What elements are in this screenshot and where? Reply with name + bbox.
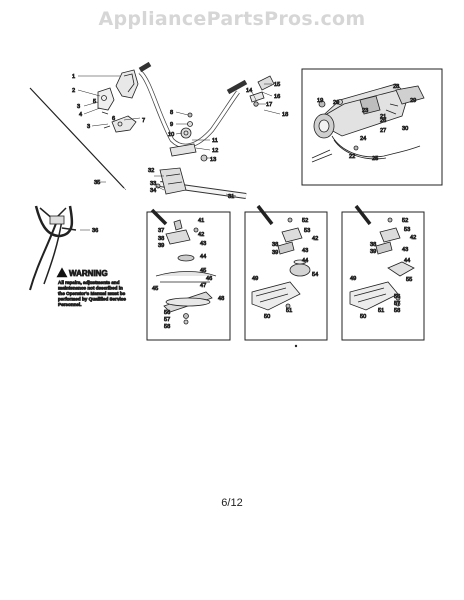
callout-16: 16 xyxy=(274,94,280,100)
callout-34: 34 xyxy=(150,188,156,194)
panel2-callout-38: 38 xyxy=(272,242,278,248)
drive-cable xyxy=(29,87,127,191)
panel1-callout-56: 56 xyxy=(164,310,170,316)
warning-line-1: All repairs, adjustments and xyxy=(58,280,120,285)
warning-line-5: Personnel. xyxy=(58,302,82,307)
callout-7: 7 xyxy=(142,118,145,124)
callout-2: 2 xyxy=(72,88,75,94)
panel3-callout-39: 39 xyxy=(370,249,376,255)
callout-17: 17 xyxy=(266,102,272,108)
callout-12: 12 xyxy=(212,148,218,154)
callout-33: 33 xyxy=(150,181,156,187)
drive-shaft xyxy=(155,167,247,199)
callout-6: 6 xyxy=(112,116,115,122)
callout-35: 35 xyxy=(94,180,100,186)
panel1-callout-48: 48 xyxy=(218,296,224,302)
callout-20: 20 xyxy=(333,100,339,106)
panel1-callout-58: 58 xyxy=(164,324,170,330)
panel1-callout-57: 57 xyxy=(164,317,170,323)
panel3-callout-57: 57 xyxy=(394,301,400,307)
panel1-callout-45: 45 xyxy=(200,268,206,274)
callout-10: 10 xyxy=(168,132,174,138)
leader-lines xyxy=(77,75,281,231)
panel2-callout-51: 51 xyxy=(286,308,292,314)
warning-notice: WARNING All repairs, adjustments and mai… xyxy=(56,267,127,307)
panel1-callout-42: 42 xyxy=(198,232,204,238)
page-number: 6/12 xyxy=(221,497,243,509)
callout-5: 5 xyxy=(93,99,96,105)
callout-30: 30 xyxy=(402,126,408,132)
panel3-callout-44: 44 xyxy=(404,258,410,264)
warning-line-4: performed by Qualified Service xyxy=(58,297,126,302)
callout-29: 29 xyxy=(410,98,416,104)
callout-22: 22 xyxy=(349,154,355,160)
blade-panel-1 xyxy=(146,208,231,341)
callout-9: 9 xyxy=(170,122,173,128)
panel3-callout-51: 51 xyxy=(378,308,384,314)
callout-18: 18 xyxy=(282,112,288,118)
callout-27: 27 xyxy=(380,128,386,134)
panel3-callout-43: 43 xyxy=(402,247,408,253)
callout-36: 36 xyxy=(92,228,98,234)
callout-25: 25 xyxy=(372,156,378,162)
warning-icon xyxy=(56,267,68,278)
callout-8: 8 xyxy=(170,110,173,116)
panel3-callout-55: 55 xyxy=(406,277,412,283)
blade-panel-2 xyxy=(244,204,328,341)
panel3-callout-52: 52 xyxy=(402,218,408,224)
panel2-callout-53: 53 xyxy=(304,228,310,234)
panel3-callout-42: 42 xyxy=(410,235,416,241)
panel1-callout-39: 39 xyxy=(158,243,164,249)
panel2-callout-54: 54 xyxy=(312,272,318,278)
callout-13: 13 xyxy=(210,157,216,163)
panel3-callout-53: 53 xyxy=(404,227,410,233)
panel1-callout-44: 44 xyxy=(200,254,206,260)
panel2-callout-52: 52 xyxy=(302,218,308,224)
warning-line-2: maintenance not described in xyxy=(58,286,123,291)
callout-23: 23 xyxy=(362,108,368,114)
callout-32: 32 xyxy=(148,168,154,174)
panel1-callout-41: 41 xyxy=(198,218,204,224)
panel2-callout-44: 44 xyxy=(302,258,308,264)
handle-bar xyxy=(138,61,248,157)
panel1-callout-45b: 45 xyxy=(152,286,158,292)
panel2-callout-49: 49 xyxy=(252,276,258,282)
callout-26: 26 xyxy=(380,118,386,124)
callout-labels: 1 2 3 4 3 5 6 7 8 9 10 11 12 13 14 15 16… xyxy=(72,74,417,331)
callout-4: 4 xyxy=(79,112,82,118)
panel1-callout-46: 46 xyxy=(206,276,212,282)
callout-15: 15 xyxy=(274,82,280,88)
panel2-callout-43: 43 xyxy=(302,248,308,254)
shoulder-harness xyxy=(29,205,77,291)
panel3-callout-38: 38 xyxy=(370,242,376,248)
watermark: AppliancePartsPros.com xyxy=(98,8,366,30)
warning-line-3: the Operator's Manual must be xyxy=(58,291,126,296)
callout-21: 21 xyxy=(380,114,386,120)
callout-1: 1 xyxy=(72,74,75,80)
panel2-callout-42: 42 xyxy=(312,236,318,242)
panel3-callout-50: 50 xyxy=(360,314,366,320)
callout-24: 24 xyxy=(360,136,366,142)
callout-31: 31 xyxy=(228,194,234,200)
blade-panel-3 xyxy=(341,204,425,341)
panel3-callout-58: 58 xyxy=(394,308,400,314)
callout-3a: 3 xyxy=(77,104,80,110)
engine-inset-box xyxy=(301,68,443,186)
panel3-callout-49: 49 xyxy=(350,276,356,282)
guard-assembly xyxy=(97,69,139,133)
callout-28: 28 xyxy=(393,84,399,90)
callout-14: 14 xyxy=(246,88,252,94)
panel1-callout-38: 38 xyxy=(158,236,164,242)
panel3-callout-56: 56 xyxy=(394,294,400,300)
panel1-callout-43: 43 xyxy=(200,241,206,247)
panel1-callout-37: 37 xyxy=(158,228,164,234)
panel2-callout-39: 39 xyxy=(272,250,278,256)
callout-19: 19 xyxy=(317,98,323,104)
panel1-callout-47: 47 xyxy=(200,283,206,289)
warning-title: WARNING xyxy=(69,269,108,278)
panel2-callout-50: 50 xyxy=(264,314,270,320)
callout-3b: 3 xyxy=(87,124,90,130)
callout-11: 11 xyxy=(212,138,218,144)
